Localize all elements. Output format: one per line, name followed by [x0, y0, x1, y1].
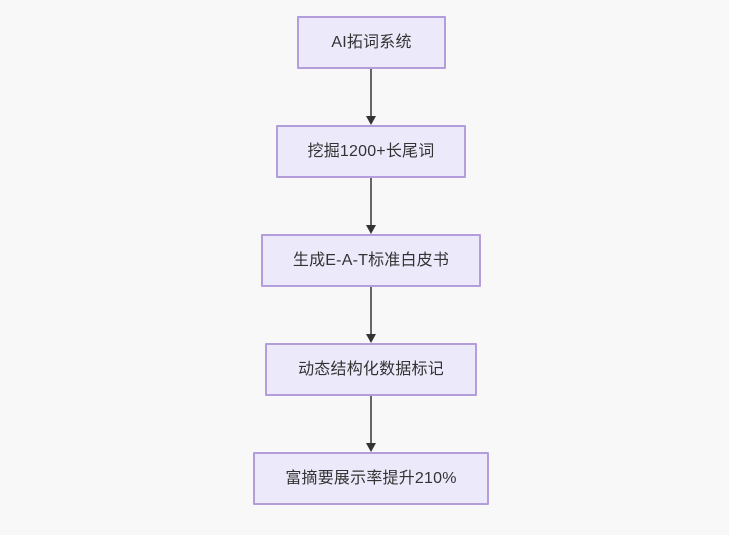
edge-node1-to-node2 — [355, 69, 387, 125]
edge-node3-to-node4 — [355, 287, 387, 343]
flowchart-node-mine-longtail-keywords[interactable]: 挖掘1200+长尾词 — [276, 125, 466, 178]
flowchart-node-label: 动态结构化数据标记 — [298, 360, 444, 378]
edge-node4-to-node5 — [355, 396, 387, 452]
flowchart-node-label: 富摘要展示率提升210% — [285, 469, 457, 487]
flowchart-node-label: AI拓词系统 — [331, 33, 412, 51]
flowchart-node-label: 生成E-A-T标准白皮书 — [292, 251, 450, 269]
flowchart-node-ai-keyword-system[interactable]: AI拓词系统 — [297, 16, 446, 69]
flowchart-node-dynamic-structured-data-markup[interactable]: 动态结构化数据标记 — [265, 343, 477, 396]
flowchart-node-generate-eat-whitepaper[interactable]: 生成E-A-T标准白皮书 — [261, 234, 481, 287]
edge-node2-to-node3 — [355, 178, 387, 234]
flowchart-node-label: 挖掘1200+长尾词 — [307, 142, 435, 160]
flowchart-node-rich-snippet-impression-lift[interactable]: 富摘要展示率提升210% — [253, 452, 489, 505]
